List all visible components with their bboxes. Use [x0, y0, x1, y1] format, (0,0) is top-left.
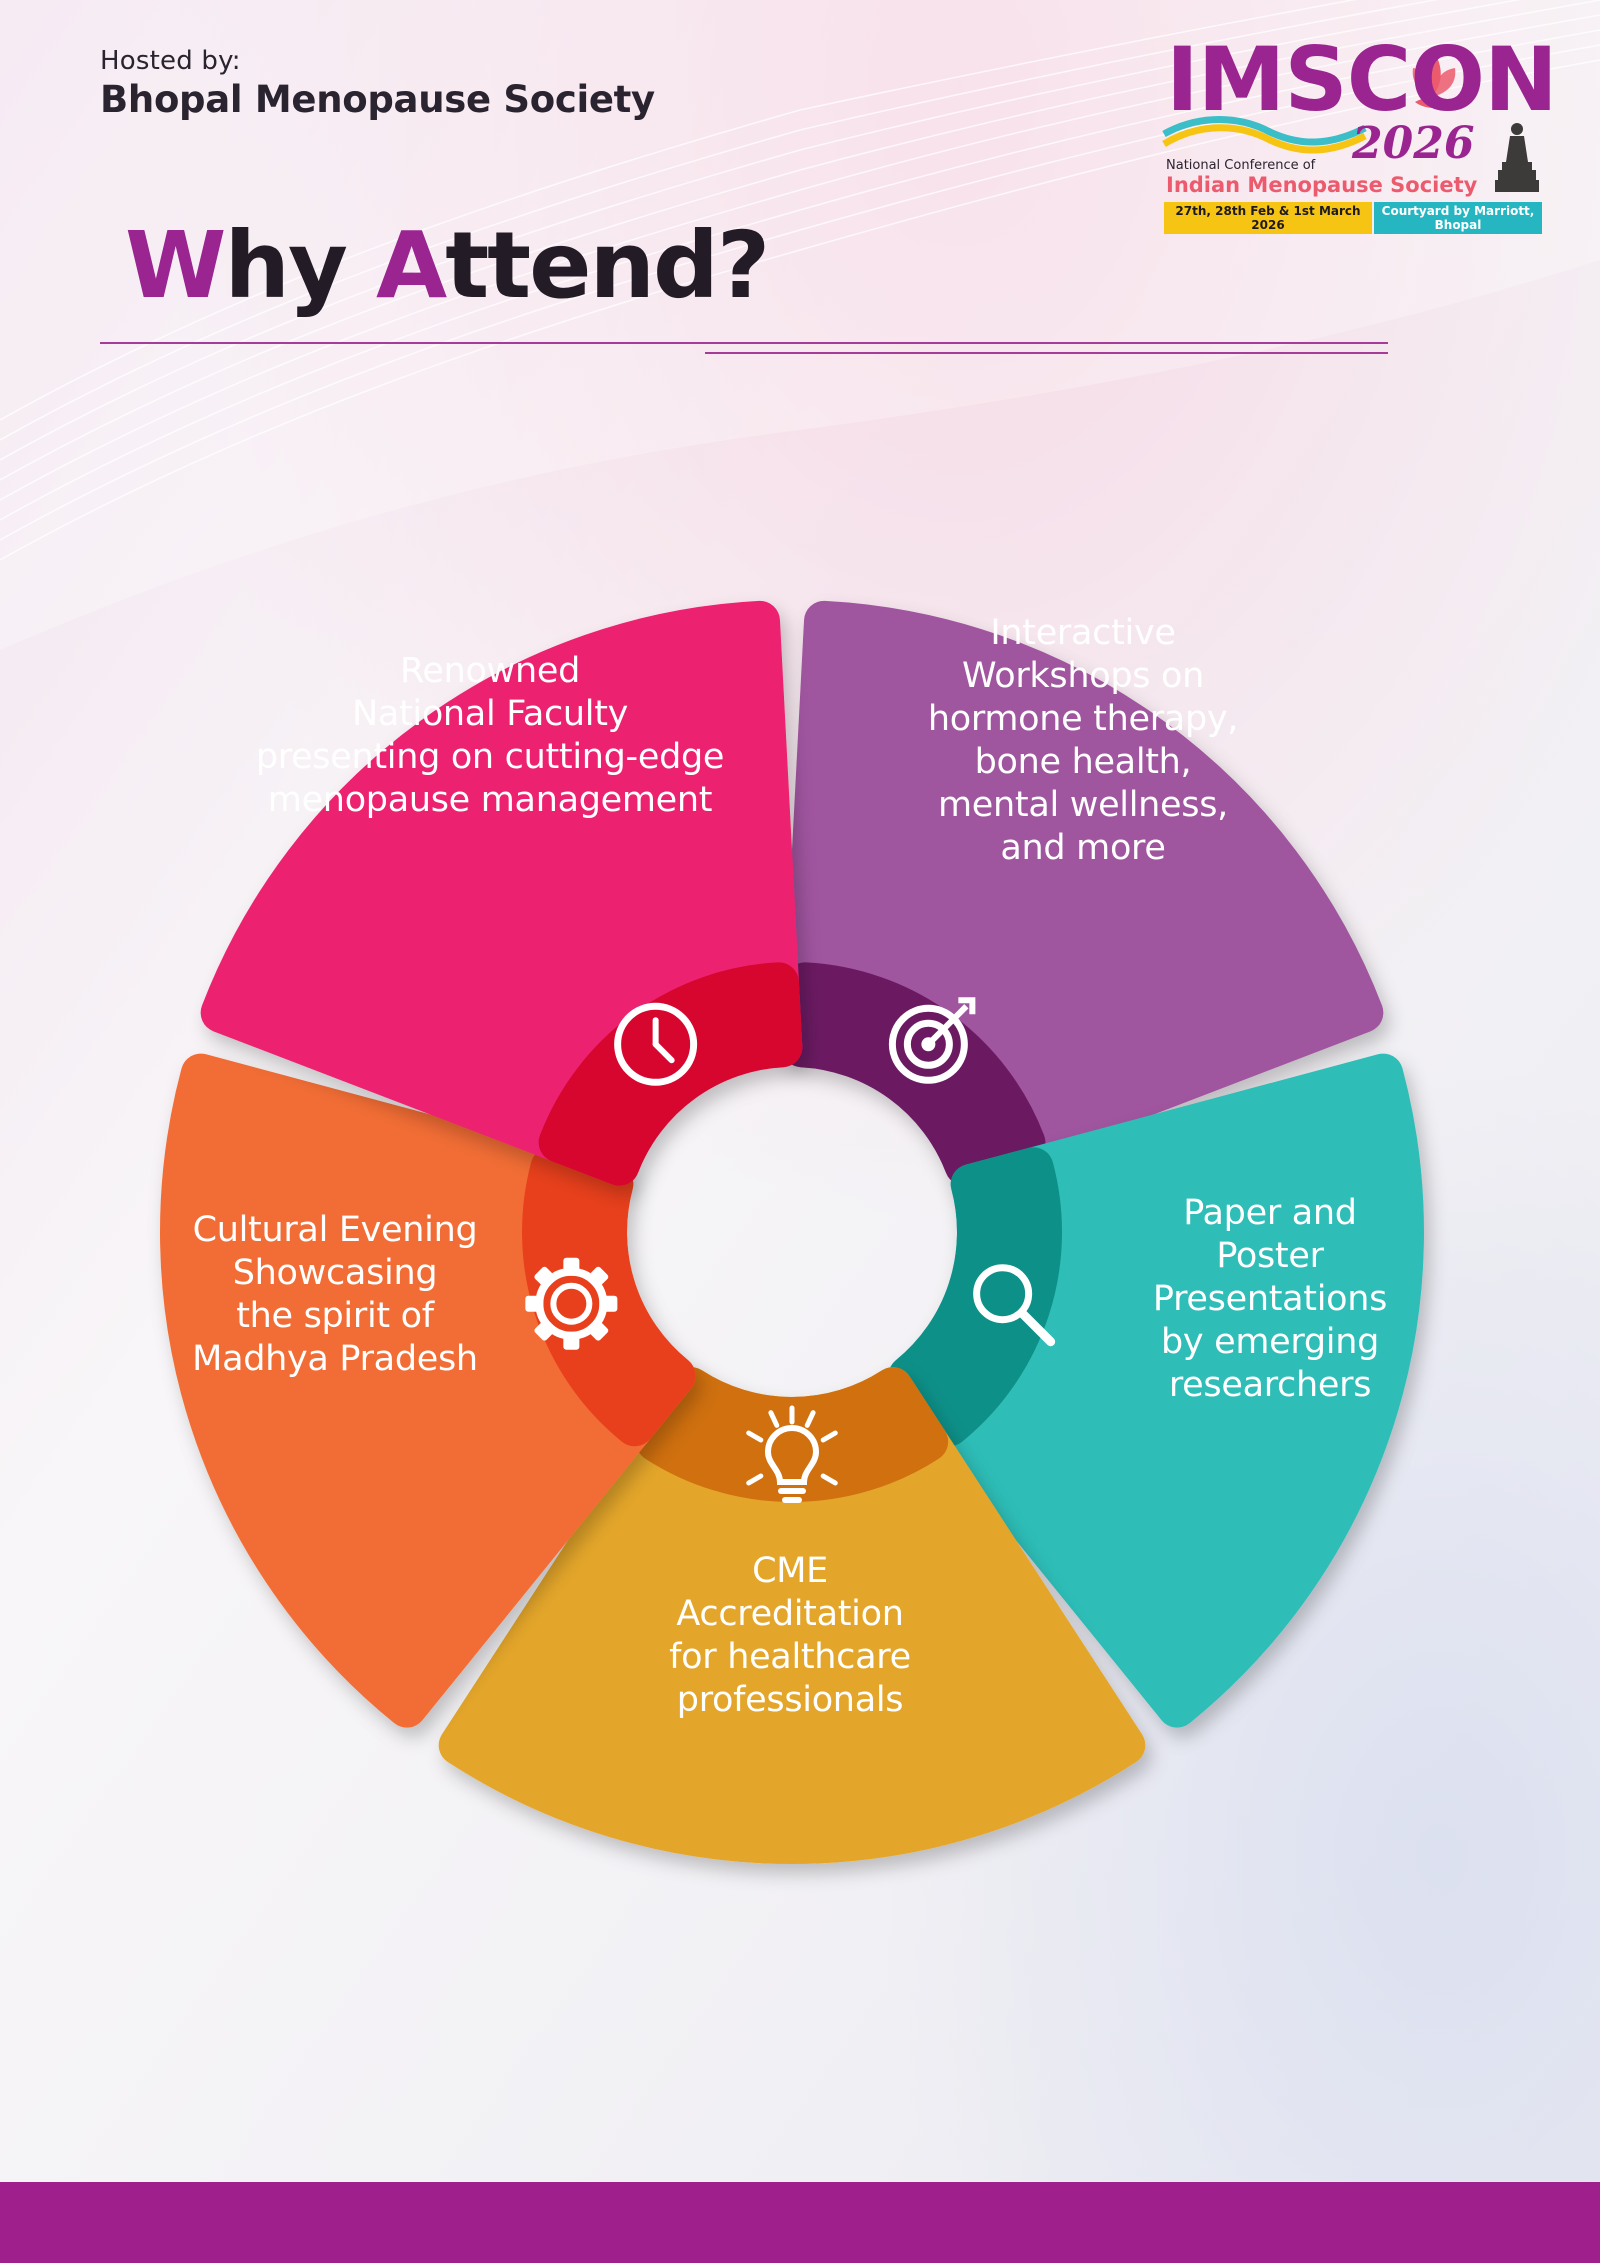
host-organization-name: Bhopal Menopause Society — [100, 78, 655, 121]
logo-wordmark: IMSCON — [1166, 28, 1558, 131]
segment-text-cme: CME Accreditation for healthcare profess… — [669, 1551, 911, 1720]
segment-faculty — [781, 600, 1384, 1186]
footer-bar — [0, 2182, 1600, 2263]
title-part-1: hy — [224, 212, 376, 319]
segment-text-faculty: Renowned National Faculty presenting on … — [255, 651, 725, 820]
logo-society-name: Indian Menopause Society — [1166, 173, 1478, 197]
lotus-icon — [1412, 52, 1456, 108]
search-icon — [973, 1264, 1056, 1347]
logo-year: 2026 — [1352, 118, 1475, 169]
statue-icon — [1495, 123, 1539, 192]
segment-text-cultural: Cultural Evening Showcasing the spirit o… — [192, 1210, 478, 1379]
segment-cultural — [200, 600, 803, 1186]
segment-text-workshops: Interactive Workshops on hormone therapy… — [927, 613, 1239, 868]
conference-logo: IMSCON 2026 National Conference of India… — [1160, 34, 1558, 236]
title-divider-long — [100, 342, 1388, 344]
logo-event-venue: Courtyard by Marriott, Bhopal — [1374, 202, 1542, 234]
logo-event-dates: 27th, 28th Feb & 1st March 2026 — [1164, 202, 1372, 234]
segment-presentations — [438, 1367, 1146, 1864]
segment-accent-presentations — [635, 1367, 949, 1502]
title-part-2: ttend? — [445, 212, 770, 319]
title-initial-a: A — [375, 212, 447, 319]
segment-workshops — [888, 1053, 1424, 1728]
title-initial-w: W — [125, 212, 226, 319]
target-icon — [888, 997, 976, 1084]
hosted-by-label: Hosted by: — [100, 46, 241, 76]
lightbulb-icon — [746, 1405, 838, 1503]
gear-icon — [525, 1257, 618, 1350]
logo-subtitle: National Conference of — [1166, 158, 1316, 173]
segment-cme — [160, 1053, 696, 1728]
logo-wave — [1162, 116, 1367, 154]
segment-accent-cultural — [538, 962, 803, 1186]
clock-icon — [614, 1002, 698, 1086]
page-title: Why Attend? — [125, 212, 770, 319]
segment-text-presentations: Paper and Poster Presentations by emergi… — [1152, 1193, 1388, 1405]
title-divider-short — [705, 352, 1388, 354]
